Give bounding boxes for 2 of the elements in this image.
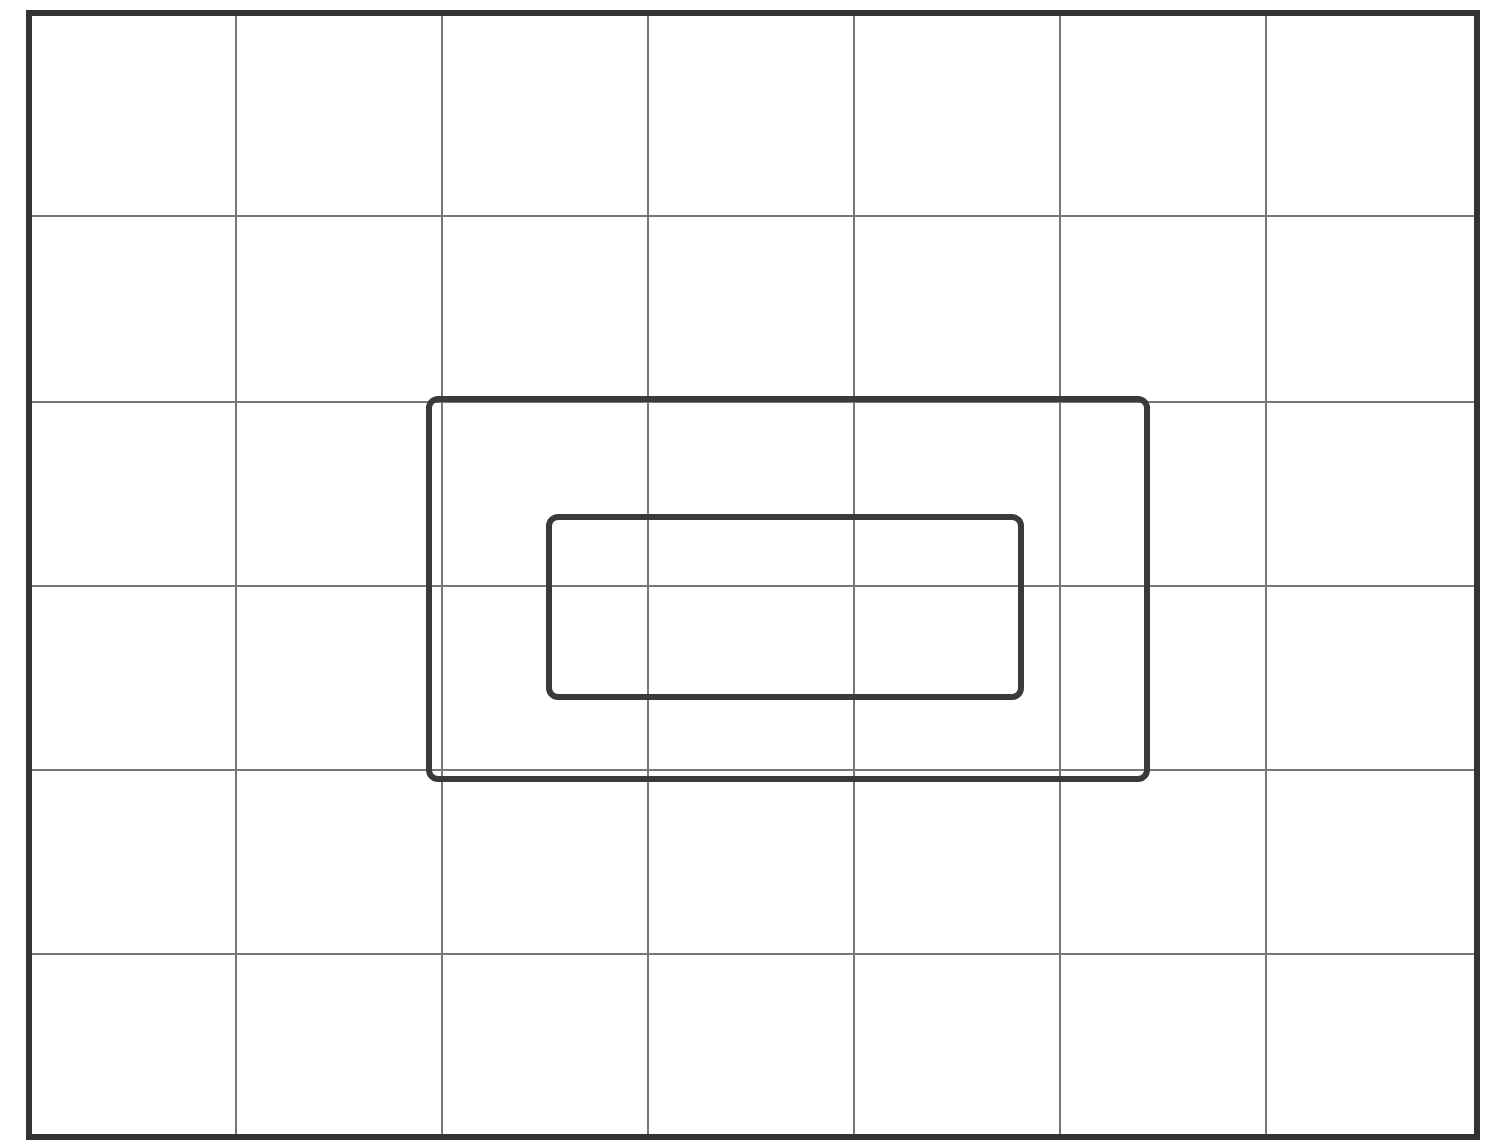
outer-rectangle bbox=[426, 396, 1150, 782]
inner-rectangle bbox=[546, 514, 1024, 700]
